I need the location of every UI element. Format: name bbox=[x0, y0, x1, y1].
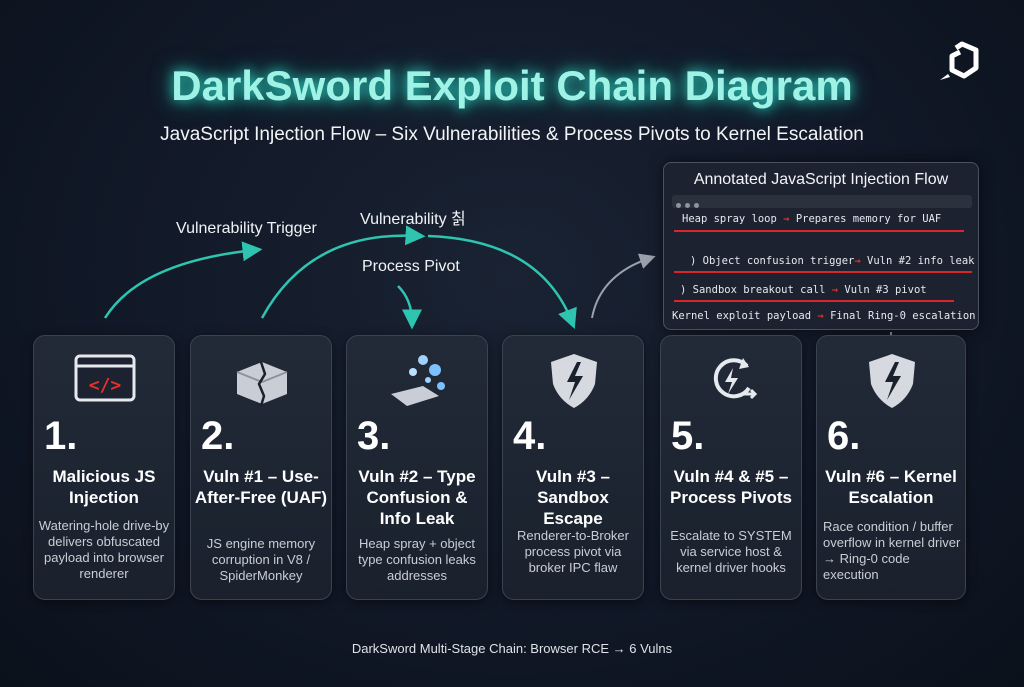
stage-card-5: 5. Vuln #4 & #5 – Process Pivots Escalat… bbox=[660, 335, 802, 600]
heap-spray-icon bbox=[391, 355, 445, 406]
stage-title: Vuln #2 – Type Confusion & Info Leak bbox=[358, 467, 476, 528]
stage-card-2: 2. Vuln #1 – Use-After-Free (UAF) JS eng… bbox=[190, 335, 332, 600]
label-vulnerability: Vulnerability 칡 bbox=[360, 211, 466, 228]
stage-title: Vuln #3 – Sandbox Escape bbox=[535, 467, 610, 528]
stage-title: Vuln #1 – Use-After-Free (UAF) bbox=[194, 467, 328, 507]
broken-shield-icon bbox=[551, 354, 597, 408]
kernel-shield-icon bbox=[869, 354, 915, 408]
stage-card-4: 4. Vuln #3 – Sandbox Escape Renderer-to-… bbox=[502, 335, 644, 600]
stage-description: JS engine memory corruption in V8 / Spid… bbox=[206, 536, 316, 583]
stage-card-1: </> 1. Malicious JS Injection Watering-h… bbox=[33, 335, 175, 600]
arrow-vulnerability bbox=[260, 225, 426, 319]
stage-description: Heap spray + object type confusion leaks… bbox=[358, 536, 476, 583]
window-controls bbox=[672, 195, 972, 208]
code-line: Heap spray loop → Prepares memory for UA… bbox=[682, 213, 942, 225]
svg-text:</>: </> bbox=[89, 375, 122, 396]
stage-card-3: 3. Vuln #2 – Type Confusion & Info Leak … bbox=[346, 335, 488, 600]
arrow-trigger bbox=[103, 241, 263, 319]
code-line: ) Sandbox breakout call → Vuln #3 pivot bbox=[680, 284, 927, 296]
code-panel-title: Annotated JavaScript Injection Flow bbox=[693, 171, 949, 188]
arrow-vulnerability-cont bbox=[427, 234, 577, 329]
code-window-icon: </> bbox=[74, 354, 136, 402]
stage-number: 1. bbox=[44, 414, 78, 458]
stage-number: 4. bbox=[513, 414, 547, 458]
stage-number: 2. bbox=[201, 414, 235, 458]
arrow-pivot bbox=[397, 285, 422, 330]
arrow-to-panel bbox=[591, 253, 656, 319]
stage-card-6: 6. Vuln #6 – Kernel Escalation Race cond… bbox=[816, 335, 966, 600]
cracked-block-icon bbox=[236, 361, 288, 407]
stage-number: 5. bbox=[671, 414, 705, 458]
page-subtitle: JavaScript Injection Flow – Six Vulnerab… bbox=[160, 124, 864, 145]
stage-title: Vuln #6 – Kernel Escalation bbox=[825, 467, 957, 507]
pivot-refresh-icon bbox=[713, 358, 758, 400]
code-line: Kernel exploit payload → Final Ring-0 es… bbox=[672, 310, 976, 322]
page-title: DarkSword Exploit Chain Diagram bbox=[171, 62, 853, 109]
stage-title: Vuln #4 & #5 – Process Pivots bbox=[670, 467, 792, 507]
label-vulnerability-trigger: Vulnerability Trigger bbox=[176, 220, 317, 237]
stage-title: Malicious JS Injection bbox=[52, 467, 156, 507]
brand-logo-icon bbox=[940, 41, 979, 80]
stage-description: Race condition / buffer overflow in kern… bbox=[823, 519, 961, 582]
code-panel: Annotated JavaScript Injection Flow Heap… bbox=[663, 162, 979, 330]
stage-description: Escalate to SYSTEM via service host & ke… bbox=[670, 528, 792, 575]
stage-description: Renderer-to-Broker process pivot via bro… bbox=[517, 528, 629, 575]
stage-number: 3. bbox=[357, 414, 391, 458]
footer-caption: DarkSword Multi-Stage Chain: Browser RCE… bbox=[351, 641, 673, 656]
code-line: ) Object confusion trigger→ Vuln #2 info… bbox=[690, 255, 975, 267]
stage-number: 6. bbox=[827, 414, 861, 458]
stage-description: Watering-hole drive-by delivers obfuscat… bbox=[38, 518, 170, 581]
label-process-pivot: Process Pivot bbox=[362, 258, 460, 275]
